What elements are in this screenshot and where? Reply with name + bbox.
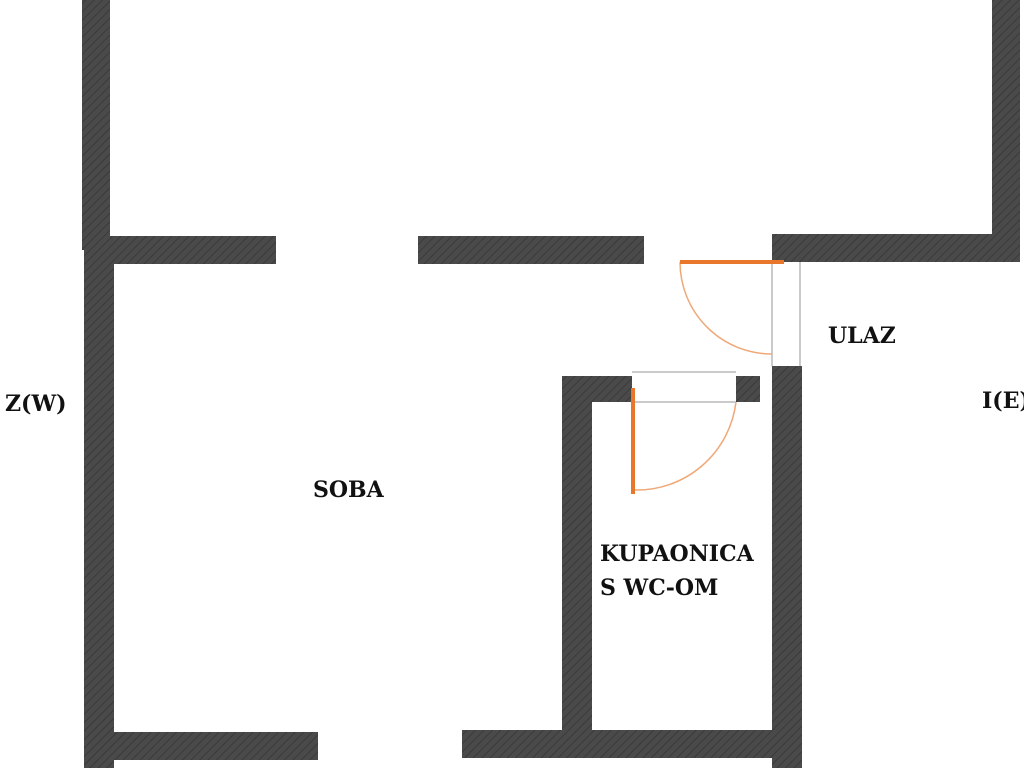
room-label-soba: SOBA	[313, 477, 385, 503]
wall-south-right	[462, 730, 802, 758]
wall-bathroom-west	[562, 376, 592, 756]
wall-south-left	[96, 732, 318, 760]
bathroom-door-swing	[633, 401, 737, 491]
room-label-kupaonica-line1: KUPAONICA	[600, 541, 755, 567]
entrance-door	[679, 260, 784, 355]
room-label-kupaonica-line2: S WC-OM	[600, 575, 718, 601]
room-label-ulaz: ULAZ	[828, 323, 896, 349]
wall-east-upper	[992, 0, 1020, 260]
wall-bathroom-top-left	[562, 376, 632, 402]
wall-north-right	[772, 234, 1020, 262]
wall-north-middle	[418, 236, 644, 264]
bathroom-door	[631, 388, 737, 494]
walls	[82, 0, 1020, 768]
direction-label-east: I(E)	[982, 388, 1024, 414]
direction-label-west: Z(W)	[5, 391, 67, 417]
wall-bathroom-east	[772, 366, 802, 768]
wall-west-upper	[82, 0, 110, 250]
wall-bathroom-top-right	[736, 376, 760, 402]
wall-north-left	[96, 236, 276, 264]
entrance-opening	[632, 262, 801, 403]
wall-west-lower	[84, 250, 114, 768]
entrance-door-swing	[679, 261, 773, 355]
